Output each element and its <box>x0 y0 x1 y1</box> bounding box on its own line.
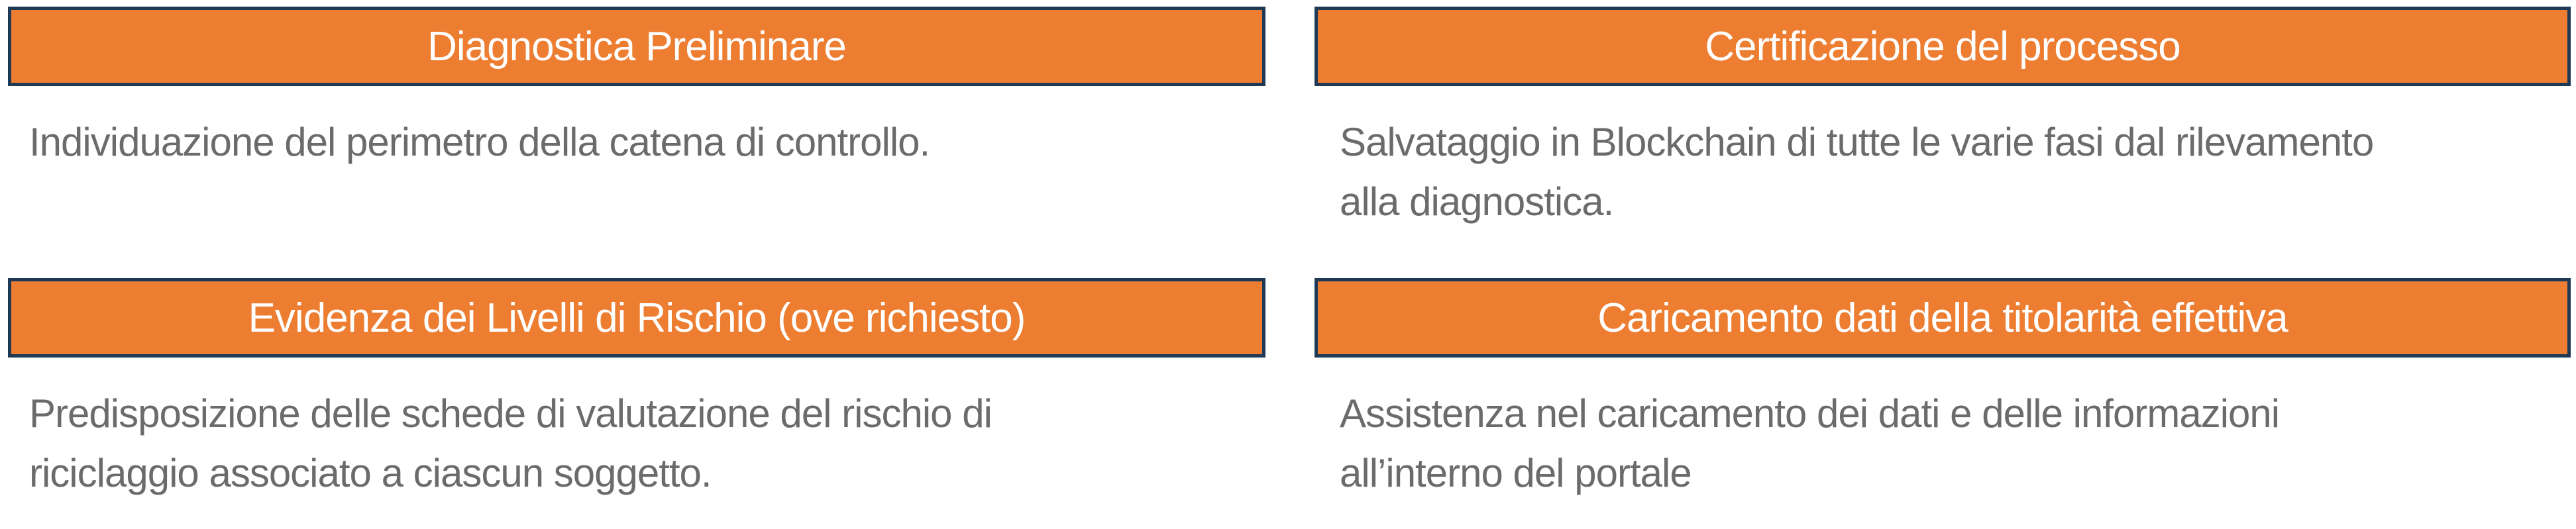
card-description: Assistenza nel caricamento dei dati e de… <box>1340 384 2576 503</box>
description-line: alla diagnostica. <box>1340 179 1614 224</box>
card-title: Caricamento dati della titolarità effett… <box>1597 295 2288 341</box>
description-line: Individuazione del perimetro della caten… <box>29 120 930 164</box>
card-title: Certificazione del processo <box>1705 23 2180 70</box>
card-title: Diagnostica Preliminare <box>427 23 847 70</box>
description-line: all’interno del portale <box>1340 451 1692 495</box>
card-description: Individuazione del perimetro della caten… <box>29 113 1287 172</box>
card-header-titolarita: Caricamento dati della titolarità effett… <box>1315 278 2571 358</box>
card-header-rischio: Evidenza dei Livelli di Rischio (ove ric… <box>8 278 1265 358</box>
description-line: Assistenza nel caricamento dei dati e de… <box>1340 391 2280 436</box>
card-description: Predisposizione delle schede di valutazi… <box>29 384 1287 503</box>
card-description: Salvataggio in Blockchain di tutte le va… <box>1340 113 2576 232</box>
card-title: Evidenza dei Livelli di Rischio (ove ric… <box>248 295 1026 341</box>
description-line: Predisposizione delle schede di valutazi… <box>29 391 993 436</box>
card-header-certificazione: Certificazione del processo <box>1315 7 2571 86</box>
description-line: Salvataggio in Blockchain di tutte le va… <box>1340 120 2374 164</box>
description-line: riciclaggio associato a ciascun soggetto… <box>29 451 712 495</box>
card-header-diagnostica: Diagnostica Preliminare <box>8 7 1265 86</box>
